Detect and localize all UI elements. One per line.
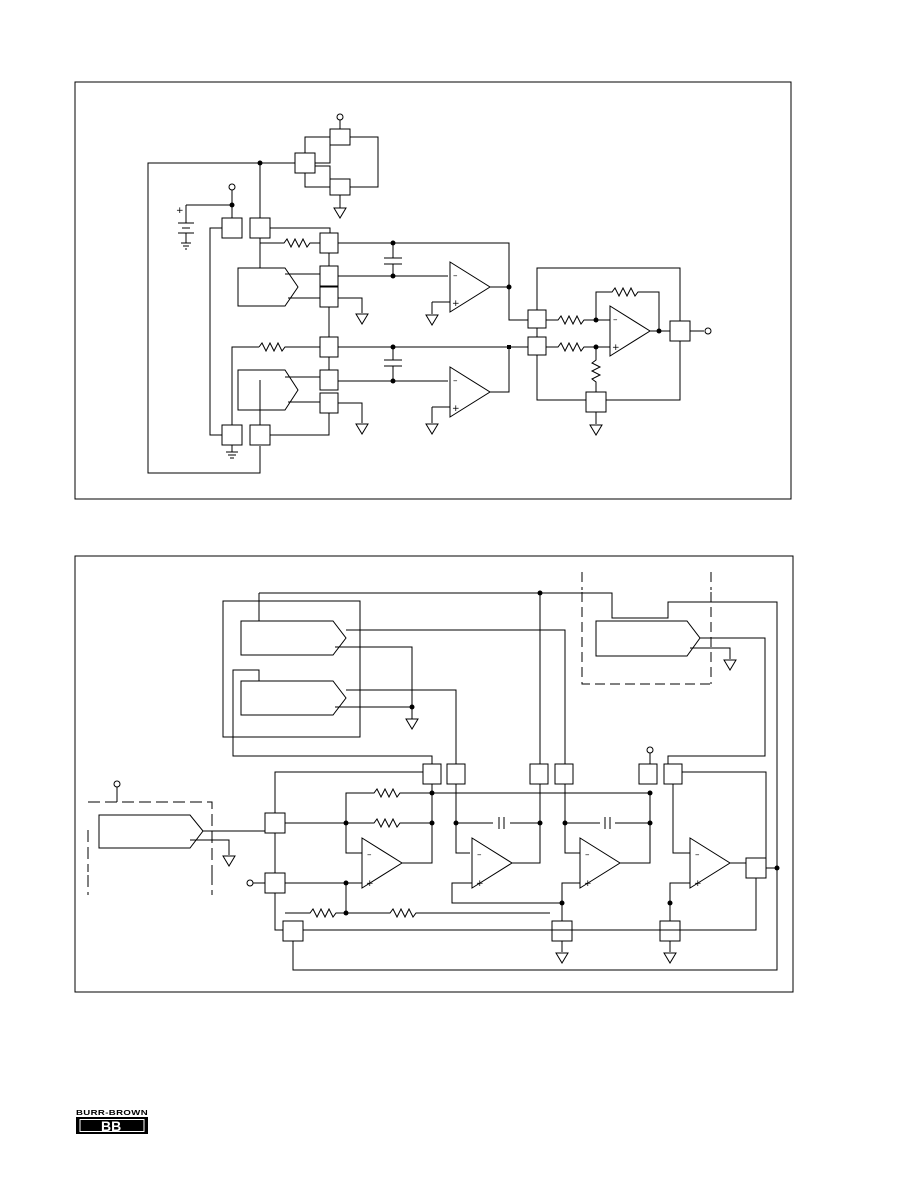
svg-text:+: + [452, 299, 460, 309]
figure-1-frame [74, 81, 792, 500]
svg-text:+: + [584, 879, 592, 889]
figure-2-frame [74, 555, 794, 993]
svg-text:–: – [453, 376, 458, 386]
svg-text:+: + [476, 879, 484, 889]
transducer-6 [98, 814, 204, 849]
svg-text:–: – [585, 850, 590, 860]
svg-text:–: – [453, 271, 458, 281]
svg-text:+: + [694, 879, 702, 889]
supply-regulator-block [260, 113, 379, 219]
supply-terminal-top [336, 113, 344, 121]
svg-text:+: + [612, 343, 620, 353]
transducer-4 [240, 680, 347, 716]
burr-brown-logo: BURR-BROWN BB [76, 1108, 148, 1134]
supply-terminal-left [228, 183, 236, 191]
svg-text:–: – [477, 850, 482, 860]
svg-text:–: – [695, 850, 700, 860]
transducer-1 [237, 267, 299, 307]
svg-text:+: + [366, 879, 374, 889]
svg-text:+: + [176, 206, 184, 216]
figure-2-circuit: – + – + – + – + [74, 555, 794, 993]
transducer-3 [240, 620, 347, 656]
figure-1-circuit: + – + [74, 81, 792, 500]
svg-text:–: – [367, 850, 372, 860]
svg-text:+: + [452, 404, 460, 414]
battery-symbol: + [176, 204, 232, 250]
ground-symbol [333, 207, 347, 219]
output-terminal [704, 327, 712, 335]
logo-mark: BB [101, 1118, 121, 1134]
transducer-5 [595, 620, 701, 657]
transducer-2 [237, 369, 299, 411]
logo-brand-text: BURR-BROWN [76, 1108, 148, 1117]
svg-text:–: – [613, 315, 618, 325]
